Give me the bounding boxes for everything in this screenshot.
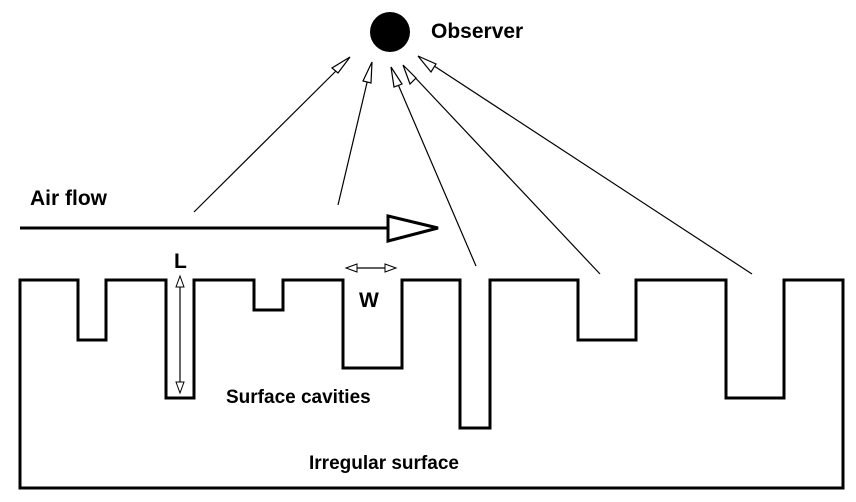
irregular-surface-label: Irregular surface [309,453,459,474]
length-label: L [174,250,187,273]
ray-arrowhead-4 [402,64,417,86]
air-flow-arrowhead-icon [386,214,439,243]
ray-arrowhead-3 [390,66,403,88]
observer-label: Observer [431,20,524,43]
width-dimension-arrow [344,263,398,273]
sound-ray-arrowheads [330,55,437,88]
ray-arrowhead-5 [417,55,437,74]
sound-ray-5 [424,59,753,275]
air-flow-label: Air flow [30,187,107,210]
ray-arrowhead-1 [330,56,351,74]
sound-ray-1 [193,62,345,213]
sound-rays [193,59,753,275]
sound-ray-2 [337,69,371,206]
ray-arrowhead-2 [362,61,373,84]
length-dimension-arrow [175,274,185,395]
observer-icon [370,12,410,52]
surface-cavities-label: Surface cavities [226,387,371,408]
sound-ray-4 [407,69,601,275]
irregular-surface-outline [18,278,845,490]
width-label: W [359,289,379,312]
sound-ray-3 [393,74,477,267]
